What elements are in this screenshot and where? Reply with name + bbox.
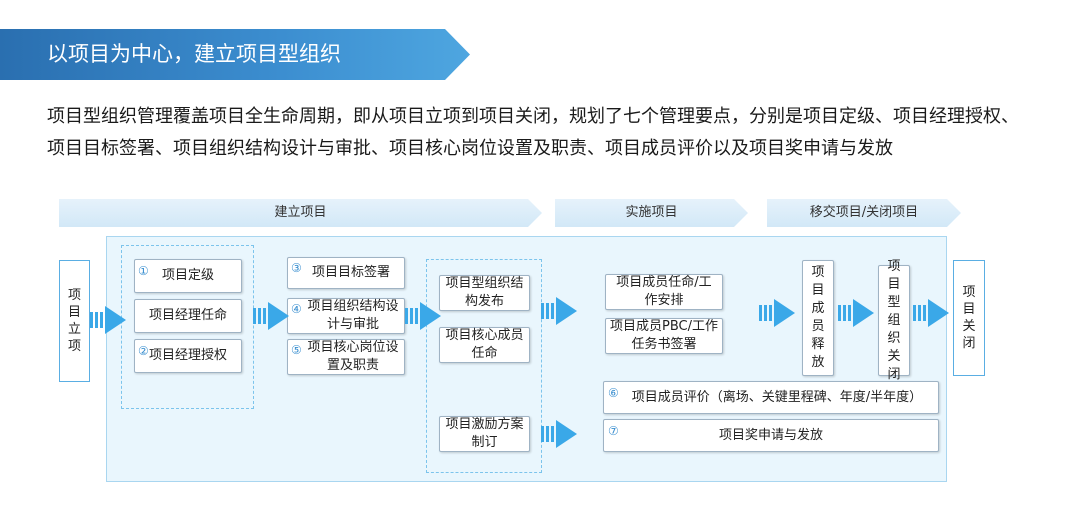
flow-arrow-3	[405, 302, 441, 330]
node-target-sign: ③ 项目目标签署	[287, 257, 405, 289]
flow-arrow-5	[541, 420, 577, 448]
node-org-close: 项目型组织关闭	[878, 259, 910, 382]
intro-paragraph: 项目型组织管理覆盖项目全生命周期，即从项目立项到项目关闭，规划了七个管理要点，分…	[47, 106, 1019, 159]
node-org-publish: 项目型组织结构发布	[439, 275, 530, 311]
step-number-2: ②	[138, 344, 149, 358]
header-banner	[0, 29, 470, 80]
flow-arrow-7	[838, 299, 874, 327]
phase-close: 移交项目/关闭项目	[767, 199, 961, 227]
phase-build: 建立项目	[59, 199, 542, 227]
step-number-1: ①	[138, 264, 149, 278]
node-core-post: ⑤ 项目核心岗位设置及职责	[287, 339, 405, 375]
node-award: ⑦ 项目奖申请与发放	[603, 419, 939, 452]
node-core-appoint: 项目核心成员任命	[439, 327, 530, 363]
step-number-7: ⑦	[608, 424, 619, 438]
group-initiation	[121, 245, 254, 409]
flow-arrow-2	[253, 302, 289, 330]
step-number-3: ③	[291, 261, 302, 275]
group-organization	[426, 259, 542, 473]
flow-arrow-8	[913, 299, 949, 327]
node-member-release: 项目成员释放	[802, 260, 834, 376]
node-project-close: 项目关闭	[953, 260, 985, 376]
node-project-start: 项目立项	[59, 260, 90, 382]
step-number-5: ⑤	[291, 343, 302, 357]
node-pm-auth: ② 项目经理授权	[134, 339, 242, 373]
node-evaluation: ⑥ 项目成员评价（离场、关键里程碑、年度/半年度）	[603, 381, 939, 414]
page-title: 以项目为中心，建立项目型组织	[47, 42, 341, 66]
flow-arrow-1	[90, 306, 126, 334]
flow-arrow-4	[541, 297, 577, 325]
phase-implement: 实施项目	[555, 199, 748, 227]
node-incentive: 项目激励方案制订	[439, 416, 530, 452]
step-number-6: ⑥	[608, 386, 619, 400]
node-grading: ① 项目定级	[134, 259, 242, 293]
flow-arrow-6	[759, 299, 795, 327]
step-number-4: ④	[291, 302, 302, 316]
node-pm-appoint: 项目经理任命	[134, 299, 242, 333]
node-org-design: ④ 项目组织结构设计与审批	[287, 298, 405, 334]
node-pbc-sign: 项目成员PBC/工作任务书签署	[605, 318, 723, 354]
node-member-appoint: 项目成员任命/工作安排	[605, 274, 723, 310]
